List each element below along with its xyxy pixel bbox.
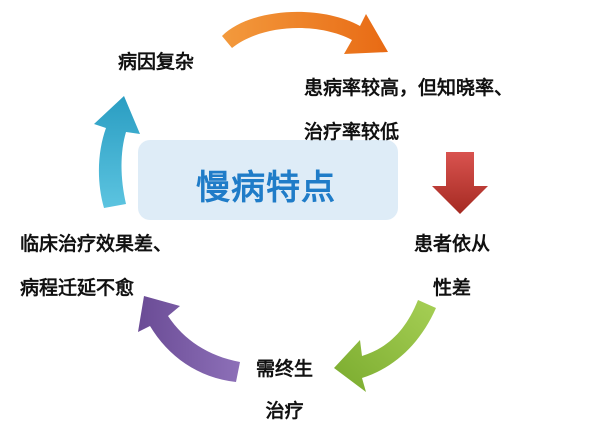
- arrow-teal-icon: [94, 96, 140, 208]
- step-compliance: 患者依从 性差: [414, 222, 490, 310]
- step-lifelong-treatment: 需终生 治疗: [256, 348, 313, 432]
- step-line: 患病率较高，但知晓率、: [304, 77, 514, 99]
- step-treatment-effect: 临床治疗效果差、 病程迁延不愈: [20, 222, 172, 310]
- center-title: 慢病特点: [196, 168, 336, 208]
- step-line: 治疗: [265, 400, 304, 422]
- watermark-logo: [138, 140, 398, 220]
- step-prevalence: 患病率较高，但知晓率、 治疗率较低: [304, 66, 513, 154]
- step-line: 治疗率较低: [304, 121, 400, 143]
- step-line: 病程迁延不愈: [20, 277, 135, 299]
- arrow-red-icon: [432, 152, 488, 214]
- step-line: 患者依从: [414, 233, 491, 255]
- step-line: 需终生: [256, 358, 314, 380]
- arrow-orange-icon: [222, 11, 388, 54]
- arrow-green-icon: [334, 300, 436, 392]
- step-line: 病因复杂: [118, 51, 195, 73]
- arrow-purple-icon: [138, 296, 240, 382]
- step-line: 临床治疗效果差、: [20, 233, 173, 255]
- step-line: 性差: [433, 277, 472, 299]
- step-cause-complex: 病因复杂: [118, 42, 194, 82]
